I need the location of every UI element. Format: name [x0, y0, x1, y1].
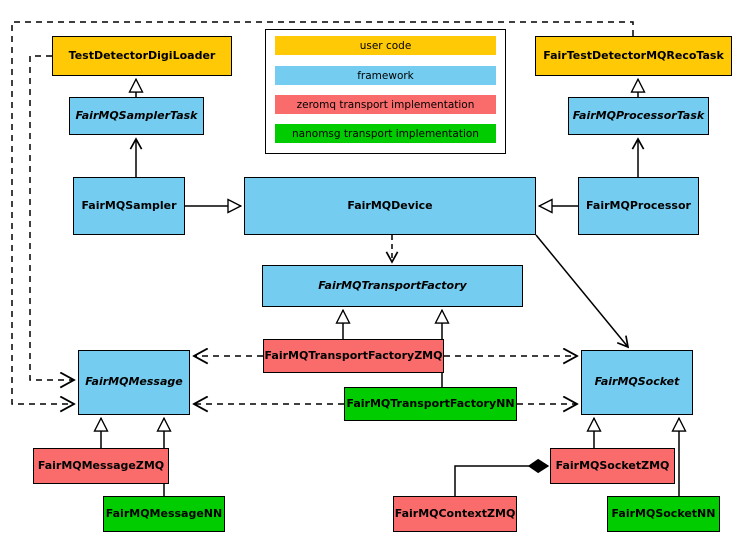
class-box-FairTestDetectorMQRecoTask[interactable]: FairTestDetectorMQRecoTask [535, 36, 732, 76]
class-box-FairMQTransportFactoryNN[interactable]: FairMQTransportFactoryNN [344, 387, 517, 421]
legend-label-zeromq: zeromq transport implementation [296, 98, 475, 111]
edge-recotask-message [11, 21, 634, 404]
class-box-TestDetectorDigiLoader[interactable]: TestDetectorDigiLoader [52, 36, 232, 76]
legend-item-zeromq: zeromq transport implementation [275, 95, 496, 114]
class-box-FairMQProcessor[interactable]: FairMQProcessor [578, 177, 699, 235]
class-box-FairMQSocketZMQ[interactable]: FairMQSocketZMQ [550, 448, 675, 484]
legend-label-nanomsg: nanomsg transport implementation [292, 127, 479, 140]
class-box-FairMQTransportFactory[interactable]: FairMQTransportFactory [262, 265, 523, 307]
class-box-FairMQDevice[interactable]: FairMQDevice [244, 177, 536, 235]
class-box-FairMQMessageZMQ[interactable]: FairMQMessageZMQ [33, 448, 169, 484]
class-box-FairMQContextZMQ[interactable]: FairMQContextZMQ [393, 496, 517, 532]
class-box-FairMQMessageNN[interactable]: FairMQMessageNN [103, 496, 225, 532]
legend-item-nanomsg: nanomsg transport implementation [275, 124, 496, 143]
legend-item-user-code: user code [275, 36, 496, 55]
edge-digiloader-message [29, 55, 74, 380]
edge-device-socket [535, 234, 628, 347]
class-box-FairMQMessage[interactable]: FairMQMessage [78, 350, 190, 415]
class-box-FairMQProcessorTask[interactable]: FairMQProcessorTask [568, 97, 709, 135]
class-box-FairMQSampler[interactable]: FairMQSampler [73, 177, 185, 235]
class-box-FairMQSamplerTask[interactable]: FairMQSamplerTask [69, 97, 204, 135]
class-box-FairMQSocketNN[interactable]: FairMQSocketNN [607, 496, 720, 532]
class-box-FairMQTransportFactoryZMQ[interactable]: FairMQTransportFactoryZMQ [263, 339, 444, 373]
legend-item-framework: framework [275, 66, 496, 85]
legend-label-user-code: user code [359, 39, 412, 52]
class-box-FairMQSocket[interactable]: FairMQSocket [581, 350, 693, 415]
legend-label-framework: framework [357, 69, 414, 82]
